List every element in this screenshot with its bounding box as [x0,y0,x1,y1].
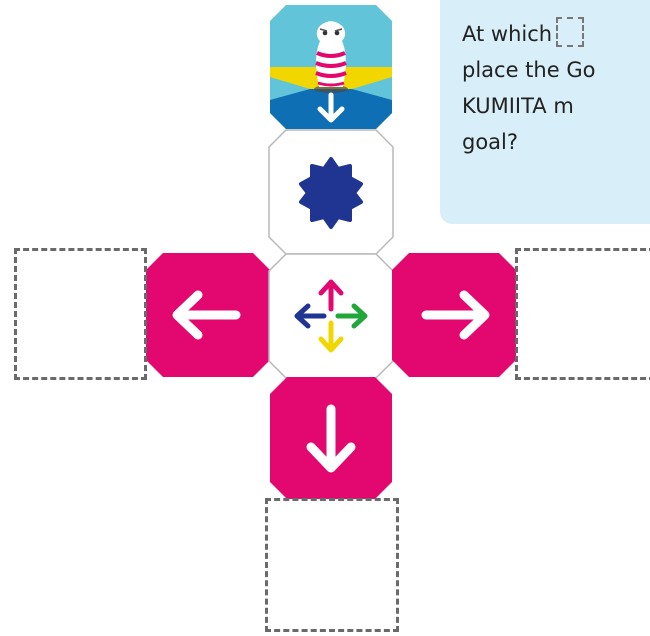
inline-slot-icon [556,17,585,47]
question-text-line-4: goal? [462,130,519,154]
down-arrow-icon [306,404,356,473]
down-arrow-icon [317,92,345,123]
left-arrow-tile[interactable] [146,253,270,377]
right-arrow-tile[interactable] [392,253,516,377]
bottom-drop-slot[interactable] [265,498,399,632]
shape-tile[interactable] [268,129,394,255]
left-arrow-icon [172,290,241,340]
question-text-line-2: place the Go [462,58,596,82]
robot-figure-icon [270,5,392,129]
question-text-line-3: KUMIITA m [462,94,574,118]
right-drop-slot[interactable] [515,248,650,380]
down-arrow-tile[interactable] [270,377,392,499]
question-text-line-1: At which [462,22,553,46]
four-direction-arrows-icon [294,279,368,353]
right-arrow-icon [421,290,490,340]
left-drop-slot[interactable] [14,248,147,380]
question-panel: At which place the Go KUMIITA m goal? [440,0,650,224]
start-tile[interactable] [270,5,392,129]
center-tile[interactable] [268,253,394,379]
star-badge-icon [299,157,363,229]
